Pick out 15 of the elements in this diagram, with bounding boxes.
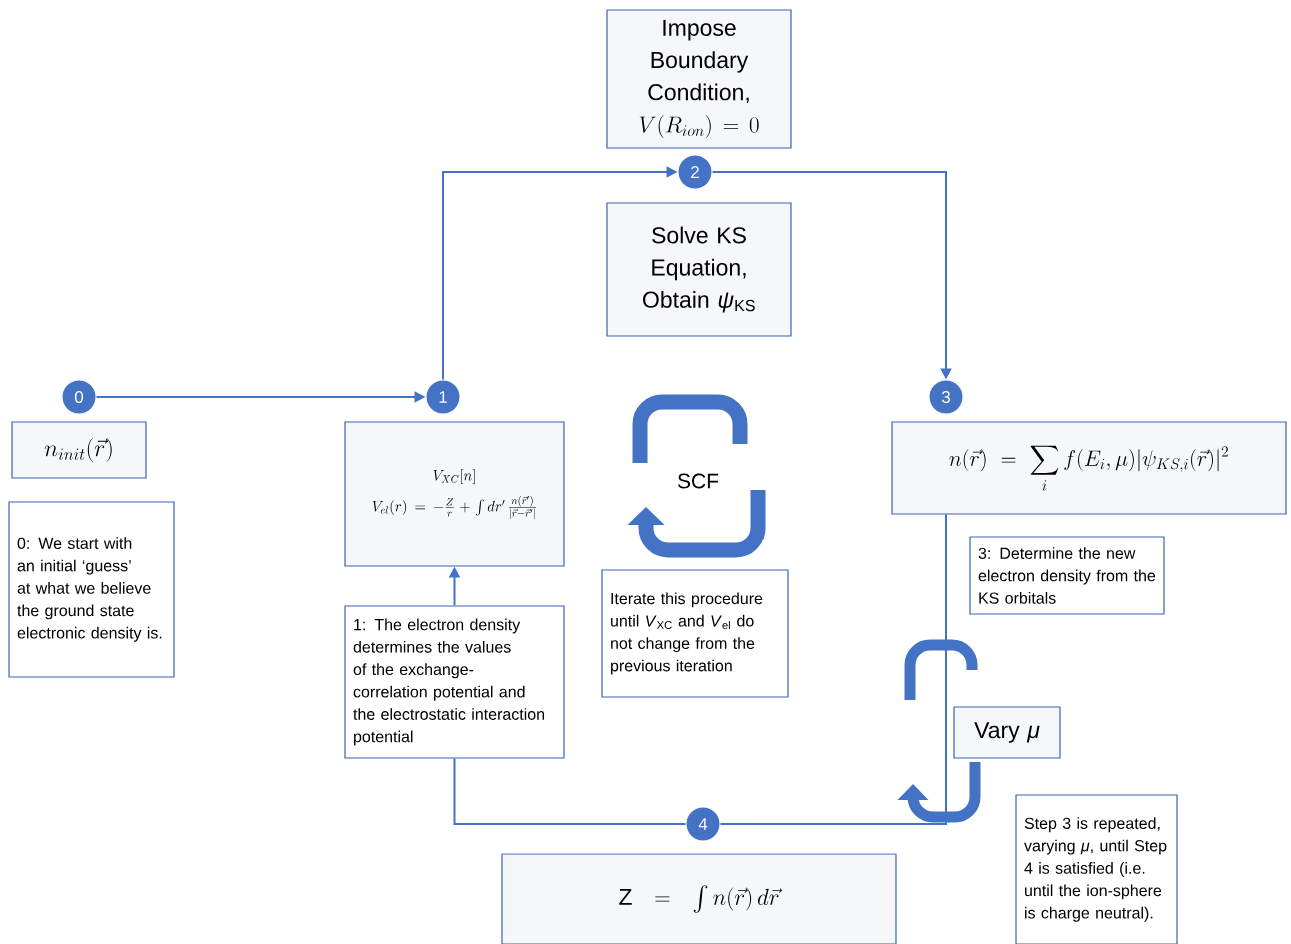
formula-box: $\mathrm{Z} = \int n(\vec{r})\, d\vec{r}$ bbox=[501, 853, 897, 944]
process-box: Impose Boundary Condition, $V(R_{ion}) = 0$ bbox=[606, 9, 792, 149]
note-box: Step 3 is repeated, varying μ, until Step 4 is satisfied (i.e. until the ion-sphere is charge neutral). bbox=[1015, 794, 1178, 944]
formula-box: $n(\vec{r}) = \sum_i f(E_i,\mu)|\psi_{KS,i}(\vec{r})|^2$ bbox=[891, 421, 1287, 515]
note-box: 0: We start with an initial ‘guess’ at what we believe the ground state electronic density is. bbox=[8, 501, 175, 678]
process-box: Vary μ bbox=[953, 706, 1061, 759]
formula-box: $n_{init}(\vec{r})$ bbox=[11, 421, 147, 479]
note-box: Iterate this procedure until V$_{XC}$ and V$_{el}$ do not change from the previous iteration bbox=[601, 569, 789, 698]
note-box: 3: Determine the new electron density from the KS orbitals bbox=[969, 536, 1165, 615]
process-box: Solve KS Equation, Obtain ψ$_{KS}$ bbox=[606, 202, 792, 337]
connector bbox=[719, 513, 947, 825]
connector bbox=[453, 757, 687, 825]
cycle-label: SCF bbox=[677, 473, 719, 489]
note-box: 1: The electron density determines the values of the exchange-correlation potential and the electrostatic interaction potential bbox=[344, 605, 565, 759]
formula-box: $V_{XC}[n]$ $V_{el}(r) = -\frac{Z}{r} + \int dr' \, \frac{n(\vec{r}')}{|\vec{r}-\vec{r}'|}$ bbox=[344, 421, 565, 567]
